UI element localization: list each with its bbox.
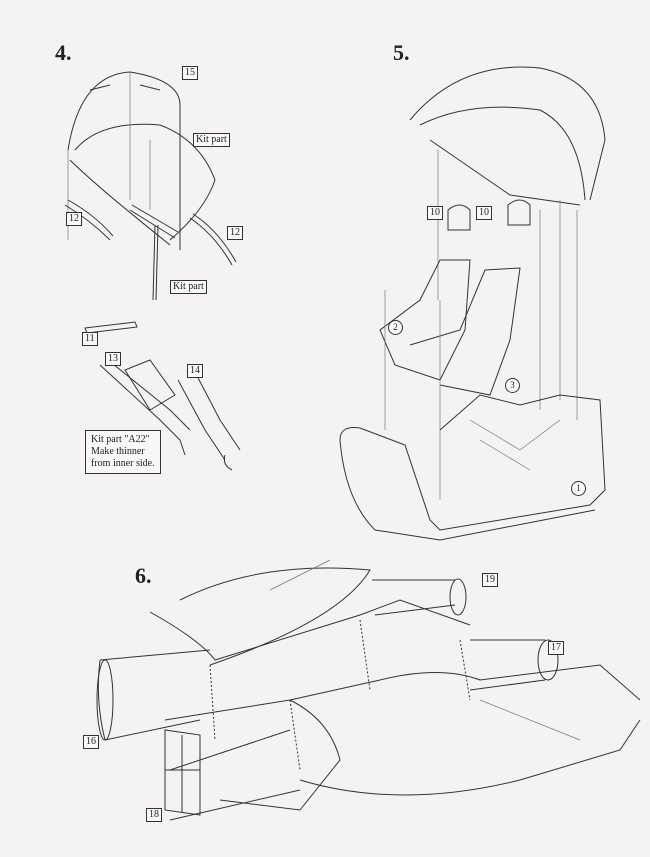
step4-canopy-frame — [67, 71, 216, 250]
note-line-3: from inner side. — [91, 458, 155, 469]
step-5-number: 5. — [393, 40, 410, 65]
part-label-10-left: 10 — [427, 206, 443, 220]
part-label-15: 15 — [182, 66, 198, 80]
step5-seats — [379, 199, 531, 500]
kit-part-label-lower: Kit part — [170, 280, 207, 294]
part-label-14: 14 — [187, 364, 203, 378]
part-label-3: 3 — [505, 378, 520, 393]
part-label-19: 19 — [482, 573, 498, 587]
kit-part-a22-note: Kit part "A22" Make thinner from inner s… — [85, 430, 161, 474]
part-label-16: 16 — [83, 735, 99, 749]
part-label-18: 18 — [146, 808, 162, 822]
step-4-number: 4. — [55, 40, 72, 65]
part-label-2: 2 — [388, 320, 403, 335]
part-label-17: 17 — [548, 641, 564, 655]
note-line-1: Kit part "A22" — [91, 434, 150, 445]
part-label-13: 13 — [105, 352, 121, 366]
note-line-2: Make thinner — [91, 446, 145, 457]
part-label-10-right: 10 — [476, 206, 492, 220]
step-6-number: 6. — [135, 563, 152, 588]
step4-frame-parts — [64, 199, 237, 301]
step5-canopy — [409, 66, 606, 420]
step5-cockpit-tub — [339, 394, 606, 541]
part-label-12-right: 12 — [227, 226, 243, 240]
part-label-12-left: 12 — [66, 212, 82, 226]
kit-part-label-upper: Kit part — [193, 133, 230, 147]
step6-fuselage — [96, 559, 641, 821]
part-label-11: 11 — [82, 332, 98, 346]
part-label-1: 1 — [571, 481, 586, 496]
